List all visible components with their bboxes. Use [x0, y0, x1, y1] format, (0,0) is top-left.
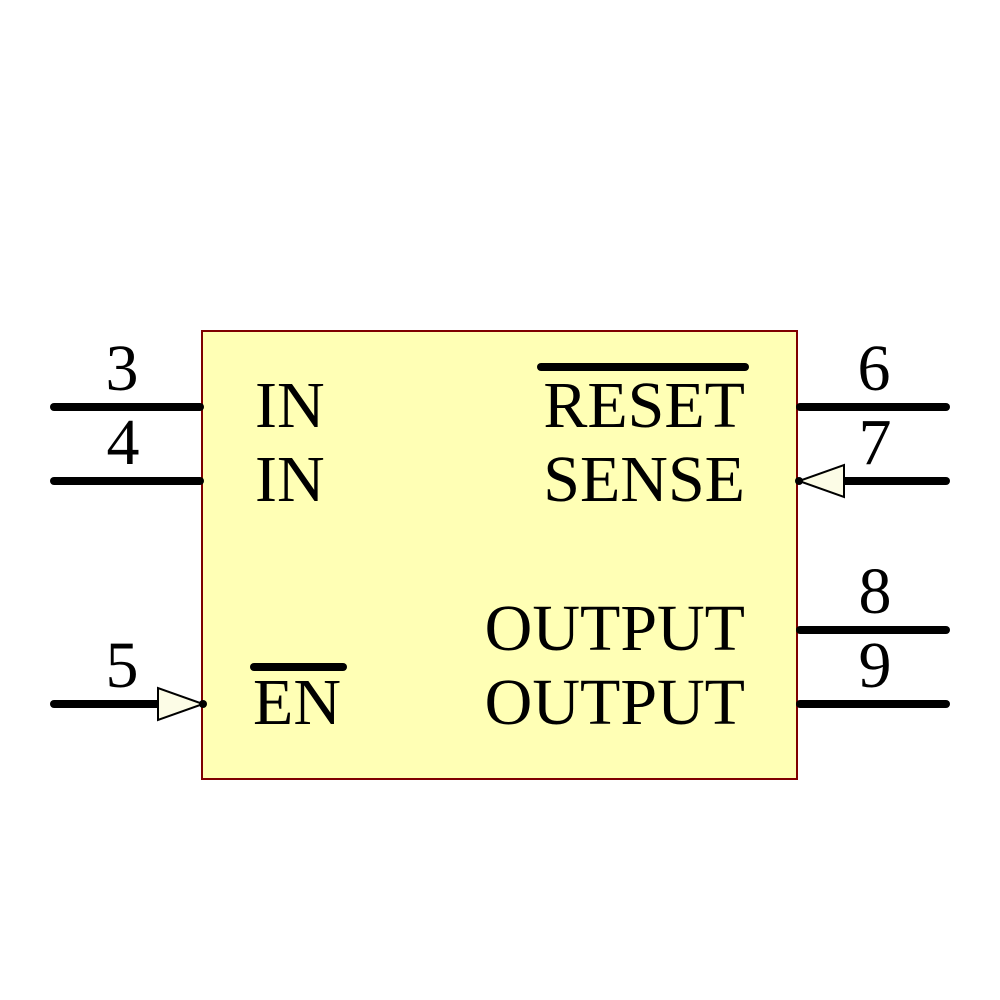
pin-number-7: 7 — [858, 406, 892, 479]
pin-5-arrowhead — [157, 686, 206, 722]
pin-line-5[interactable] — [50, 700, 162, 708]
pin-line-4[interactable] — [50, 477, 204, 485]
pin-label-reset: RESET — [543, 369, 745, 442]
pin-number-9: 9 — [858, 629, 892, 702]
reset-active-low-overline — [537, 363, 749, 371]
pin-5-input-arrow-icon[interactable] — [156, 686, 207, 722]
pin-label-in-1: IN — [255, 369, 325, 442]
component-body[interactable] — [201, 330, 798, 780]
pin-line-7[interactable] — [841, 477, 950, 485]
pin-7-input-arrow-icon[interactable] — [794, 463, 848, 499]
pin-line-9[interactable] — [796, 700, 950, 708]
pin-number-3: 3 — [105, 332, 139, 405]
pin-line-8[interactable] — [796, 626, 950, 634]
pin-line-3[interactable] — [50, 403, 204, 411]
pin-number-5: 5 — [105, 629, 139, 702]
pin-label-en: EN — [253, 666, 341, 739]
pin-line-6[interactable] — [796, 403, 950, 411]
pin-number-6: 6 — [857, 332, 891, 405]
pin-5-arrow-tip-dot — [199, 700, 207, 708]
pin-number-4: 4 — [106, 406, 140, 479]
en-active-low-overline — [250, 663, 347, 671]
pin-label-output-2: OUTPUT — [484, 666, 745, 739]
pin-label-output-1: OUTPUT — [484, 592, 745, 665]
pin-7-arrowhead — [796, 463, 845, 499]
pin-label-in-2: IN — [255, 443, 325, 516]
pin-number-8: 8 — [858, 555, 892, 628]
pin-label-sense: SENSE — [543, 443, 745, 516]
pin-7-arrow-tip-dot — [795, 477, 803, 485]
